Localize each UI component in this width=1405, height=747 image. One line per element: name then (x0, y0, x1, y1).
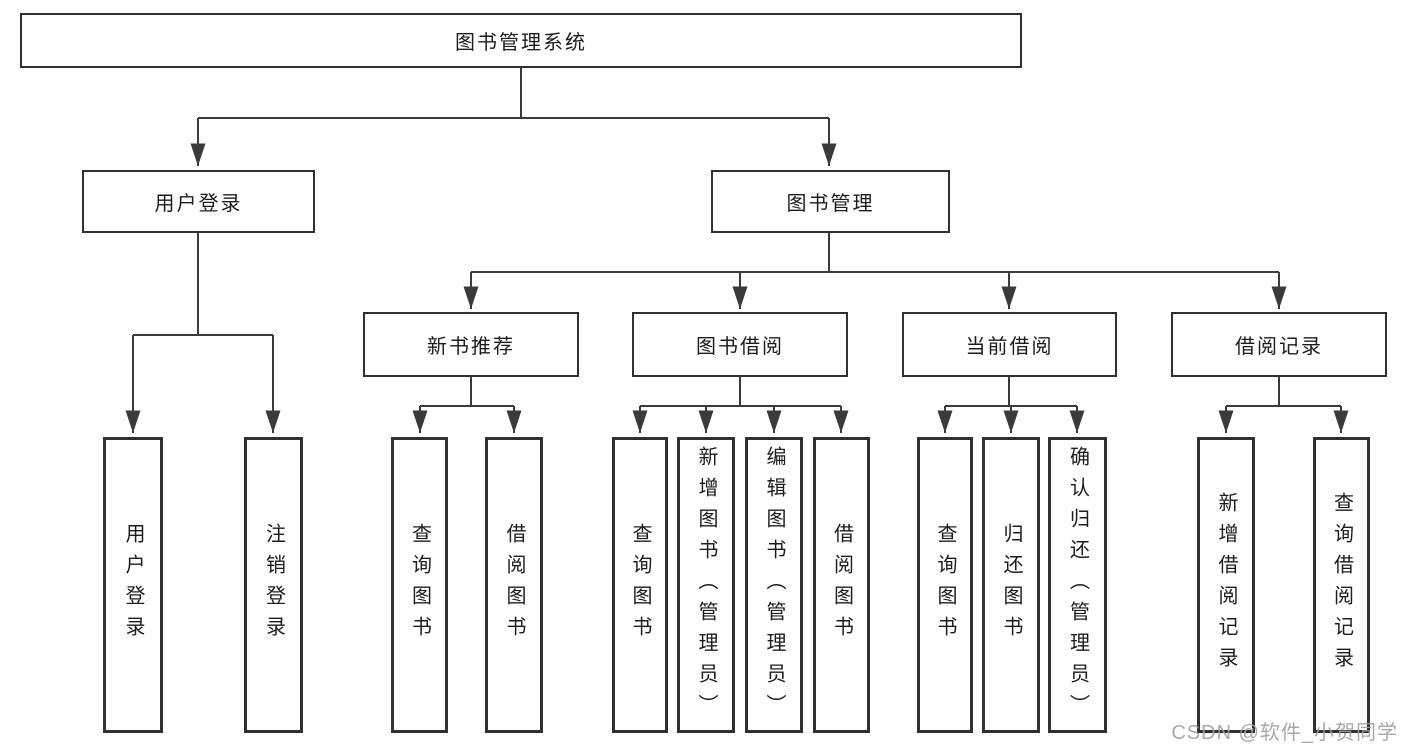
leaf-borrow-books-1-label: 借阅图书 (503, 523, 525, 647)
leaf-logout: 注销登录 (244, 437, 303, 733)
leaf-query-books-1-label: 查询图书 (408, 523, 431, 647)
node-current-borrowing: 当前借阅 (902, 312, 1117, 377)
leaf-borrow-books-1: 借阅图书 (485, 437, 543, 733)
leaf-query-books-3: 查询图书 (917, 437, 973, 733)
leaf-query-books-2: 查询图书 (612, 437, 668, 733)
leaf-query-books-2-label: 查询图书 (629, 523, 651, 647)
leaf-add-borrow-record: 新增借阅记录 (1197, 437, 1255, 733)
leaf-borrow-books-2: 借阅图书 (813, 437, 870, 733)
node-current-borrowing-label: 当前借阅 (965, 336, 1054, 358)
node-user-login-label: 用户登录 (154, 193, 243, 215)
node-borrowing-records-label: 借阅记录 (1235, 336, 1323, 358)
leaf-logout-label: 注销登录 (262, 523, 285, 647)
node-book-management: 图书管理 (711, 170, 950, 233)
leaf-query-borrow-record-label: 查询借阅记录 (1330, 492, 1353, 678)
node-root-system-label: 图书管理系统 (455, 32, 587, 54)
node-user-login: 用户登录 (82, 170, 315, 233)
node-new-book-recommendation: 新书推荐 (363, 312, 579, 377)
node-book-borrowing: 图书借阅 (632, 312, 848, 377)
leaf-borrow-books-2-label: 借阅图书 (830, 523, 853, 647)
leaf-add-books-admin: 新增图书（管理员） (677, 437, 735, 733)
node-new-book-recommendation-label: 新书推荐 (427, 336, 515, 358)
leaf-confirm-return-admin-label: 确认归还（管理员） (1066, 445, 1089, 725)
node-book-management-label: 图书管理 (786, 193, 875, 215)
leaf-query-books-1: 查询图书 (391, 437, 448, 733)
leaf-edit-books-admin: 编辑图书（管理员） (745, 437, 803, 733)
leaf-add-borrow-record-label: 新增借阅记录 (1215, 492, 1237, 678)
node-book-borrowing-label: 图书借阅 (696, 336, 784, 358)
leaf-return-books: 归还图书 (982, 437, 1040, 733)
leaf-return-books-label: 归还图书 (1000, 523, 1022, 647)
node-root-system: 图书管理系统 (20, 13, 1022, 68)
leaf-confirm-return-admin: 确认归还（管理员） (1048, 437, 1107, 733)
leaf-query-books-3-label: 查询图书 (934, 523, 956, 647)
leaf-add-books-admin-label: 新增图书（管理员） (695, 445, 717, 725)
leaf-user-login-label: 用户登录 (122, 523, 144, 647)
leaf-user-login: 用户登录 (103, 437, 163, 733)
leaf-edit-books-admin-label: 编辑图书（管理员） (763, 445, 785, 725)
leaf-query-borrow-record: 查询借阅记录 (1313, 437, 1370, 733)
node-borrowing-records: 借阅记录 (1171, 312, 1387, 377)
csdn-watermark: CSDN @软件_小贺同学 (1171, 722, 1398, 744)
